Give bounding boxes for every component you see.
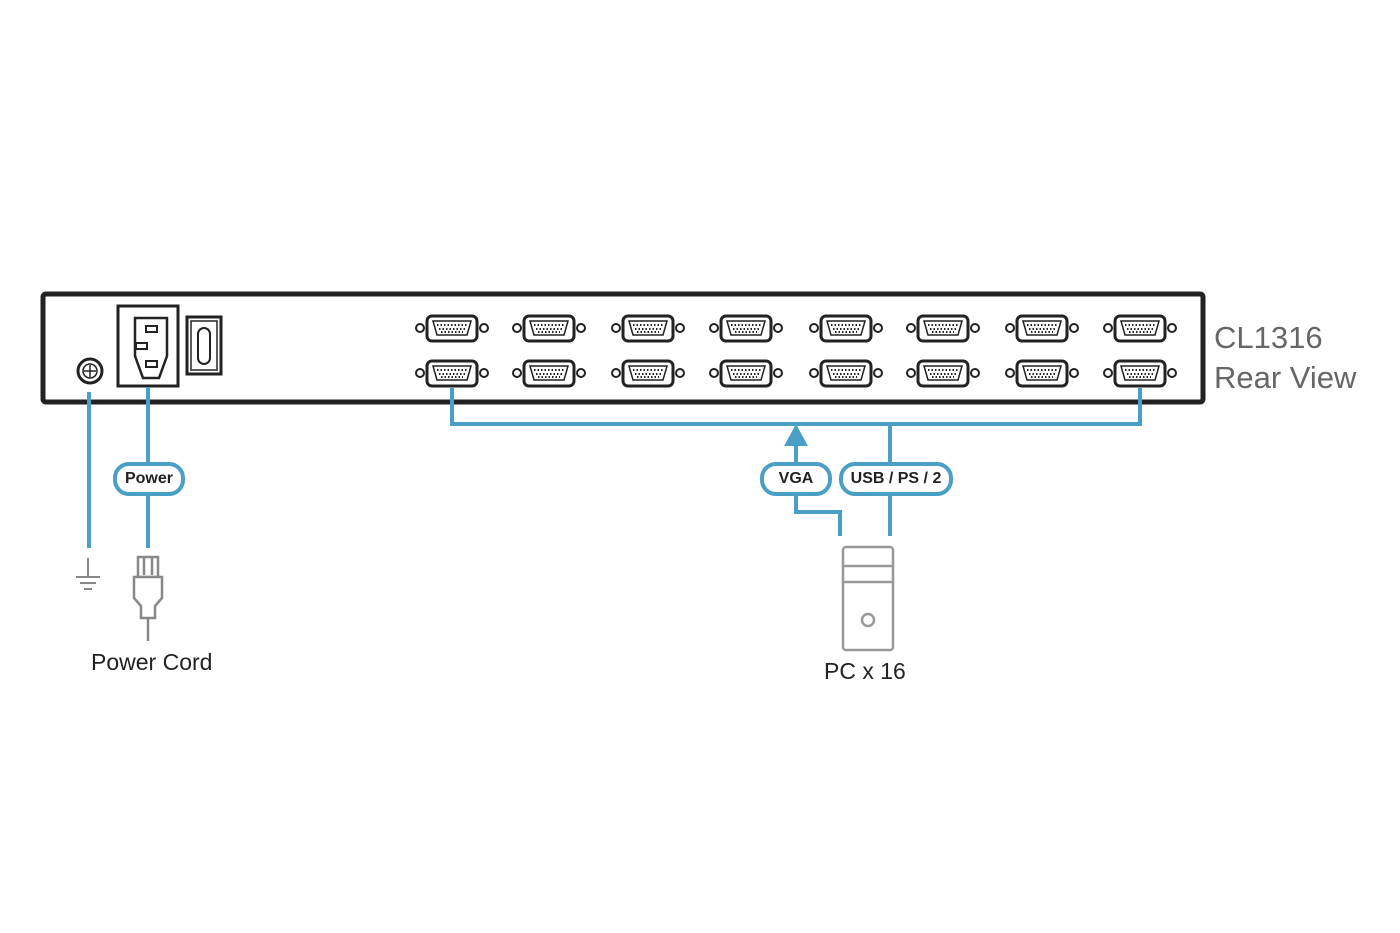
power-cord-label: Power Cord <box>91 649 213 675</box>
vga-port <box>512 314 586 343</box>
vga-port <box>415 359 489 388</box>
cables <box>87 387 1142 548</box>
vga-port-group <box>415 314 1177 388</box>
ground-symbol-icon <box>76 558 100 590</box>
vga-port <box>906 359 980 388</box>
power-label: Power <box>113 462 185 496</box>
vga-port <box>611 359 685 388</box>
pc-count-label: PC x 16 <box>824 658 906 684</box>
model-name: CL1316 <box>1214 320 1323 355</box>
vga-port <box>709 314 783 343</box>
vga-port <box>1005 359 1079 388</box>
vga-port <box>709 359 783 388</box>
vga-port <box>906 314 980 343</box>
power-plug-icon <box>132 555 164 641</box>
vga-port <box>415 314 489 343</box>
vga-port <box>809 359 883 388</box>
vga-label: VGA <box>760 462 832 496</box>
pc-tower-icon <box>841 545 895 652</box>
usb-ps2-label: USB / PS / 2 <box>839 462 953 496</box>
power-socket-icon <box>116 304 180 388</box>
vga-port <box>809 314 883 343</box>
power-switch <box>185 315 223 376</box>
vga-port <box>512 359 586 388</box>
vga-port <box>1005 314 1079 343</box>
vga-port <box>1103 314 1177 343</box>
arrow-up-icon <box>784 424 808 446</box>
ground-screw-icon <box>76 357 104 385</box>
vga-port <box>611 314 685 343</box>
view-name: Rear View <box>1214 360 1357 395</box>
vga-port <box>1103 359 1177 388</box>
diagram-title: CL1316 Rear View <box>1214 318 1356 398</box>
